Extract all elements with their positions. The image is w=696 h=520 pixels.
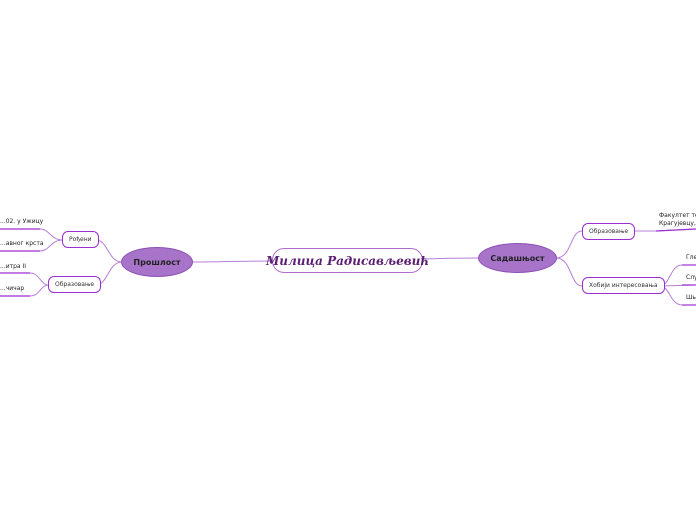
leaf-hobby-2: Слу... (686, 274, 696, 281)
central-topic[interactable]: Милица Радисављевић (266, 248, 429, 273)
leaf-born-2: ...авног крста (0, 240, 44, 247)
subtopic-present-education[interactable]: Образовање (582, 223, 636, 240)
connector-edu-leaf-1 (0, 272, 50, 286)
main-topic-past[interactable]: Прошлост (121, 247, 193, 277)
connector-past-born (95, 239, 123, 263)
connector-central-past (191, 260, 273, 263)
subtopic-born[interactable]: Рођени (62, 231, 99, 248)
leaf-past-edu-2: ...чичар (0, 285, 25, 292)
subtopic-past-education[interactable]: Образовање (48, 276, 102, 293)
connector-central-present (422, 257, 479, 260)
leaf-hobby-3: Шь... (686, 294, 696, 301)
leaf-present-edu-2: Крагујевцу, с... (659, 220, 696, 227)
main-topic-present[interactable]: Садашњост (478, 243, 557, 273)
connector-edu-leaf-2 (0, 284, 50, 297)
connector-born-leaf-2 (0, 239, 64, 252)
connector-present-hobby (555, 257, 583, 287)
leaf-present-edu-1: Факултет те... (659, 212, 696, 219)
subtopic-hobbies[interactable]: Хобији интересовања (582, 277, 665, 294)
leaf-past-edu-1: ...итра II (0, 263, 27, 270)
connector-present-edu (555, 230, 583, 259)
leaf-born-1: ...02. у Ужицу (0, 218, 44, 225)
leaf-hobby-1: Гле... (686, 254, 696, 261)
connector-born-leaf-1 (0, 228, 64, 241)
